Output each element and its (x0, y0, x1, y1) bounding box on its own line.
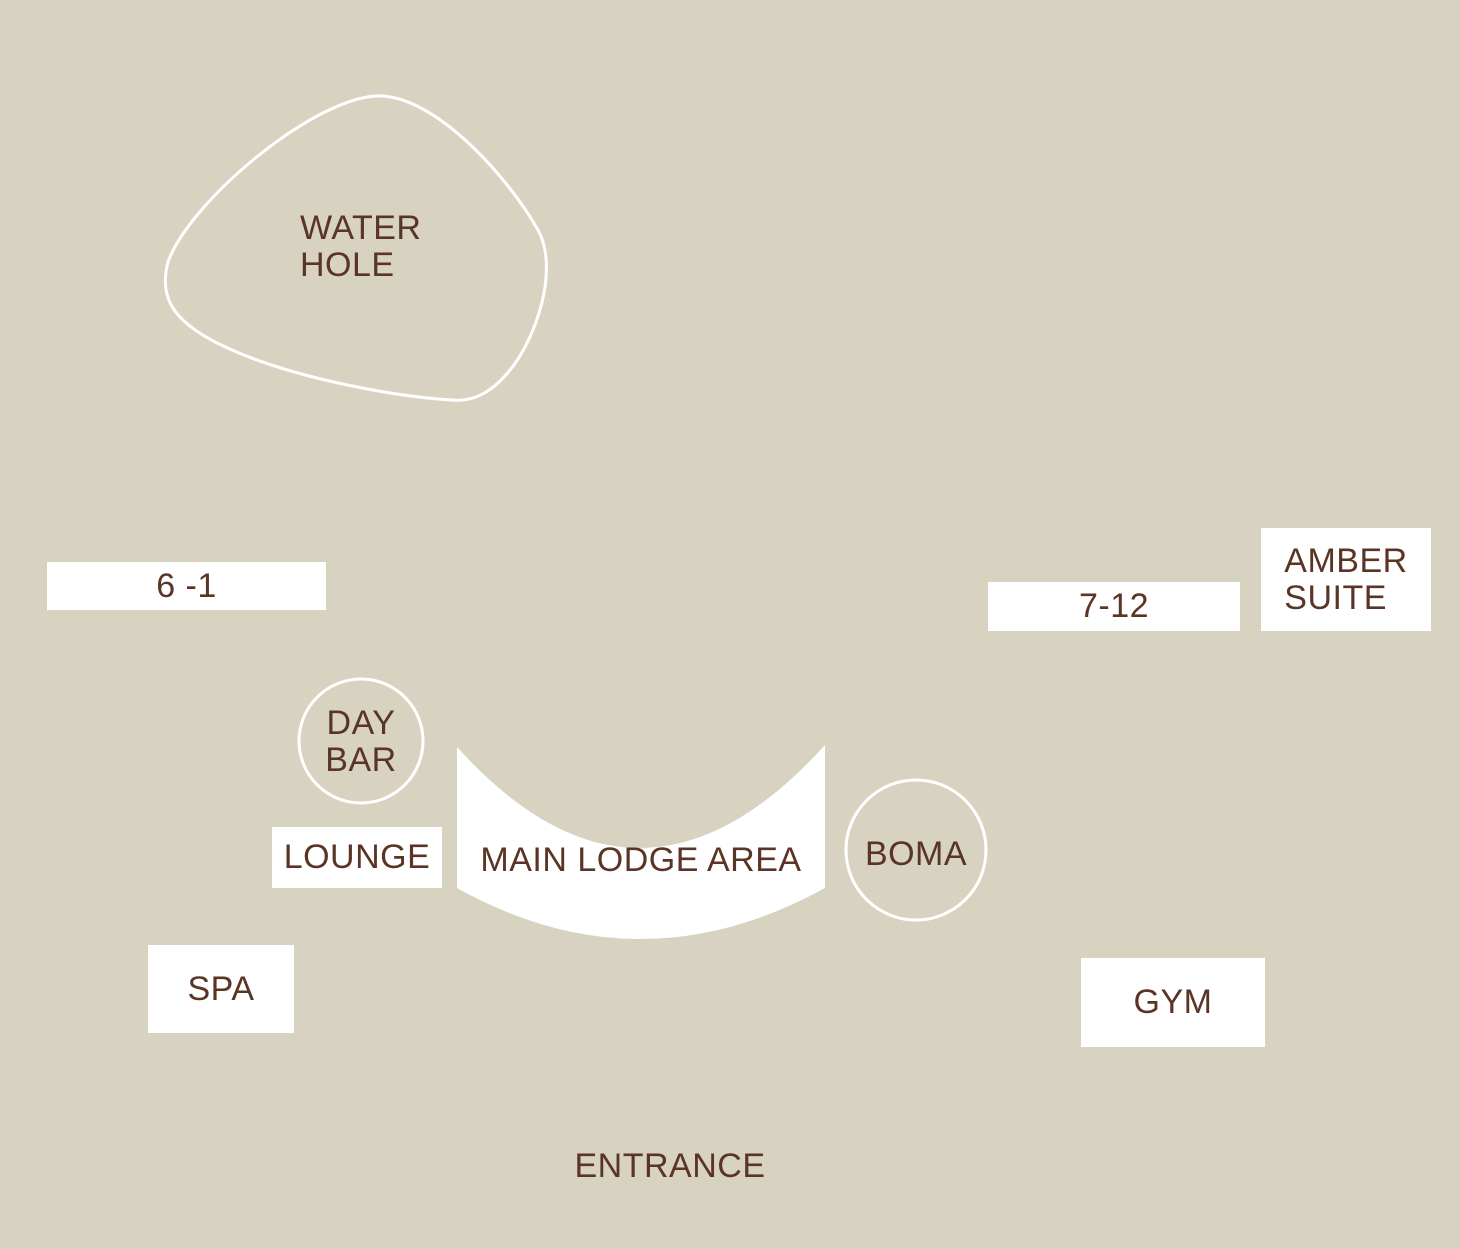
day-bar-circle[interactable] (297, 677, 425, 805)
amber-suite-block[interactable]: AMBER SUITE (1261, 528, 1431, 631)
day-bar-label-line1: DAY (326, 704, 396, 742)
amber-suite-label-line1: AMBER (1284, 541, 1408, 580)
water-hole-label-line2: HOLE (300, 246, 395, 284)
amber-suite-label-line2: SUITE (1284, 578, 1387, 617)
rooms-7-12-label: 7-12 (1078, 587, 1150, 625)
water-hole-label-line1: WATER (300, 209, 422, 247)
water-hole-outline[interactable] (163, 94, 548, 402)
boma-circle[interactable] (844, 778, 988, 922)
spa-block[interactable]: SPA (148, 945, 294, 1033)
main-lodge-area-shape[interactable] (457, 745, 825, 939)
spa-label: SPA (187, 969, 255, 1008)
rooms-6-1-block[interactable]: 6 -1 (47, 562, 326, 610)
day-bar-label: DAY BAR (311, 705, 411, 779)
water-hole-label: WATER HOLE (300, 210, 440, 284)
entrance-label[interactable]: ENTRANCE (574, 1147, 766, 1185)
rooms-6-1-label: 6 -1 (156, 566, 217, 605)
lounge-block[interactable]: LOUNGE (272, 827, 442, 888)
amber-suite-label: AMBER SUITE (1284, 541, 1408, 617)
day-bar-label-line2: BAR (325, 741, 397, 779)
lounge-label: LOUNGE (283, 838, 431, 876)
rooms-7-12-block[interactable]: 7-12 (988, 582, 1240, 631)
gym-label: GYM (1133, 983, 1213, 1021)
main-lodge-area-label: MAIN LODGE AREA (480, 841, 802, 879)
boma-label: BOMA (864, 835, 968, 873)
gym-block[interactable]: GYM (1081, 958, 1265, 1047)
